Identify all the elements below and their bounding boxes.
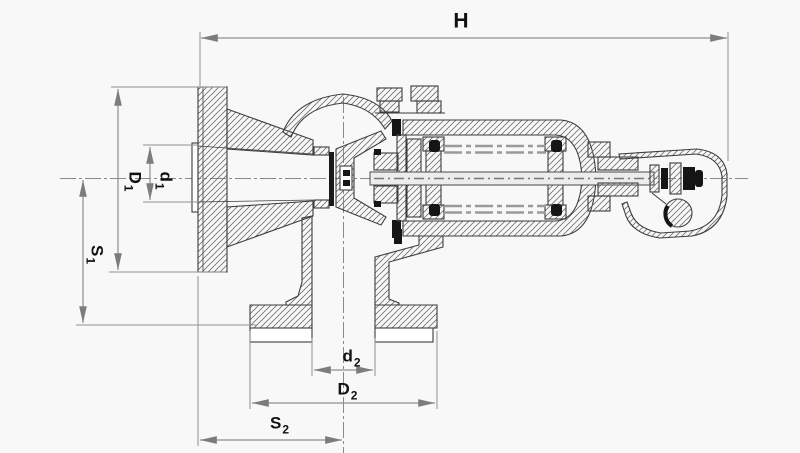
spring-wire-sections [429,140,562,216]
dim-label-S2-sub: 2 [282,422,290,437]
lever-cap [618,148,728,239]
body-dome [282,93,393,138]
dim-label-d1: d1 [153,171,176,189]
dim-label-S1-text: S [87,244,107,257]
bonnet-bolts [375,85,445,114]
valve-body [191,85,728,343]
gaskets [392,119,402,244]
dim-d1 [143,144,199,203]
dim-label-S1-sub: 1 [83,257,98,265]
dim-label-d2-text: d [342,346,353,366]
dim-label-d1-text: d [156,171,176,182]
inlet-nozzle [197,108,314,248]
inlet-flange [191,86,228,273]
dim-label-S1: S1 [84,244,107,264]
dim-label-H-text: H [453,9,469,33]
dim-label-D1: D1 [122,171,145,192]
spindle-end-nuts [649,162,703,195]
adjusting-gland [587,141,639,212]
dim-d2 [311,338,376,376]
outlet-pipe-right-wall [374,235,444,306]
dim-H [199,32,729,161]
dim-D1 [109,86,226,273]
outlet-pipe-left-wall [285,215,313,306]
dim-label-S2: S2 [269,413,289,436]
seat-face [329,152,334,206]
dim-label-D1-sub: 1 [121,184,136,192]
dim-S2 [197,276,342,446]
dim-label-d2-sub: 2 [353,355,361,370]
dim-D2 [249,331,438,409]
outlet-flange [249,304,438,343]
dim-label-D2: D2 [337,379,358,402]
dim-label-d2: d2 [342,346,360,369]
dim-label-H: H [453,11,468,32]
dim-S1 [76,180,258,326]
dim-label-D2-text: D [337,379,350,399]
dimension-lines [76,32,729,446]
dim-label-D2-sub: 2 [350,388,358,403]
valve-disc [335,130,387,226]
dim-label-S2-text: S [269,413,282,433]
dim-label-d1-sub: 1 [152,182,167,190]
valve-seat-and-disc [313,130,399,226]
dim-label-D1-text: D [125,171,145,184]
lever-cam [651,192,693,228]
